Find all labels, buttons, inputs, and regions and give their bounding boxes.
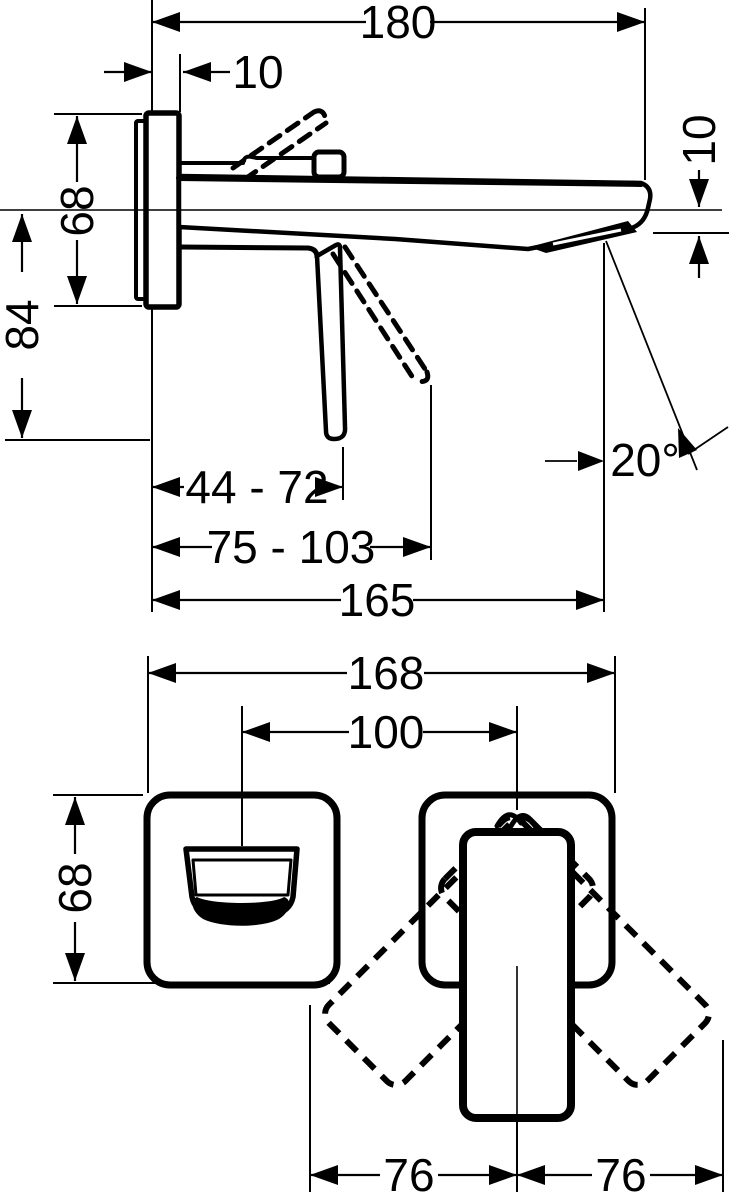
dim-44-72-label: 44 - 72: [185, 461, 328, 513]
dim-angle-label: 20°: [610, 434, 680, 486]
wall-set-front: [143, 791, 712, 1122]
dim-68-side-label: 68: [51, 185, 103, 236]
brand-mark-icon: [494, 812, 538, 829]
aerator-slot-stripe: [552, 228, 622, 246]
dim-76-right-label: 76: [595, 1149, 646, 1200]
side-view: 180 10 68 84 10: [0, 0, 729, 626]
valve-housing: [176, 244, 320, 260]
dim-168-label: 168: [348, 647, 425, 699]
dim-84-label: 84: [0, 299, 48, 350]
dim-overall-width: 168: [147, 647, 616, 793]
dim-spout-end-drop: 10: [653, 114, 729, 278]
dim-handle-swing: 76 76: [309, 1005, 724, 1200]
spout-top-edge: [176, 175, 644, 187]
dim-height-below-axis: 84: [0, 214, 150, 441]
angle-arrowhead-2: [578, 451, 604, 471]
dim-plate-projection: 10: [104, 46, 284, 112]
dim-165-label: 165: [339, 574, 416, 626]
front-view: 168 100 68 76 76: [49, 647, 724, 1200]
dim-68-front-label: 68: [49, 862, 101, 913]
dim-10-top-label: 10: [232, 46, 283, 98]
lever-dashed-up: [230, 108, 329, 182]
cartridge-collar: [177, 154, 316, 165]
dim-76-left-label: 76: [383, 1149, 434, 1200]
dim-spout-angle: 20°: [545, 240, 729, 612]
lever-dashed-forward: [330, 244, 431, 385]
lever-handle-side: [314, 242, 348, 442]
spout-outlet-mouth: [192, 897, 290, 926]
dim-total-depth: 180: [151, 0, 646, 180]
dim-180-label: 180: [360, 0, 437, 48]
wall-spout-side: [134, 108, 653, 442]
dim-75-103-label: 75 - 103: [207, 521, 376, 573]
dim-spout-reach: 165: [151, 309, 604, 626]
dim-plate-height-side: 68: [51, 113, 142, 307]
dim-plate-height-front: 68: [49, 794, 330, 984]
dim-spout-to-handle: 100: [241, 706, 518, 846]
dim-10-right-label: 10: [673, 114, 725, 165]
dim-range-short: 44 - 72: [152, 447, 344, 513]
angle-arrowhead: [678, 428, 697, 458]
handle-base-block: [311, 149, 347, 180]
dim-100-label: 100: [348, 706, 425, 758]
spout-outlet-inner: [191, 858, 293, 897]
dim-range-long: 75 - 103: [152, 385, 432, 573]
